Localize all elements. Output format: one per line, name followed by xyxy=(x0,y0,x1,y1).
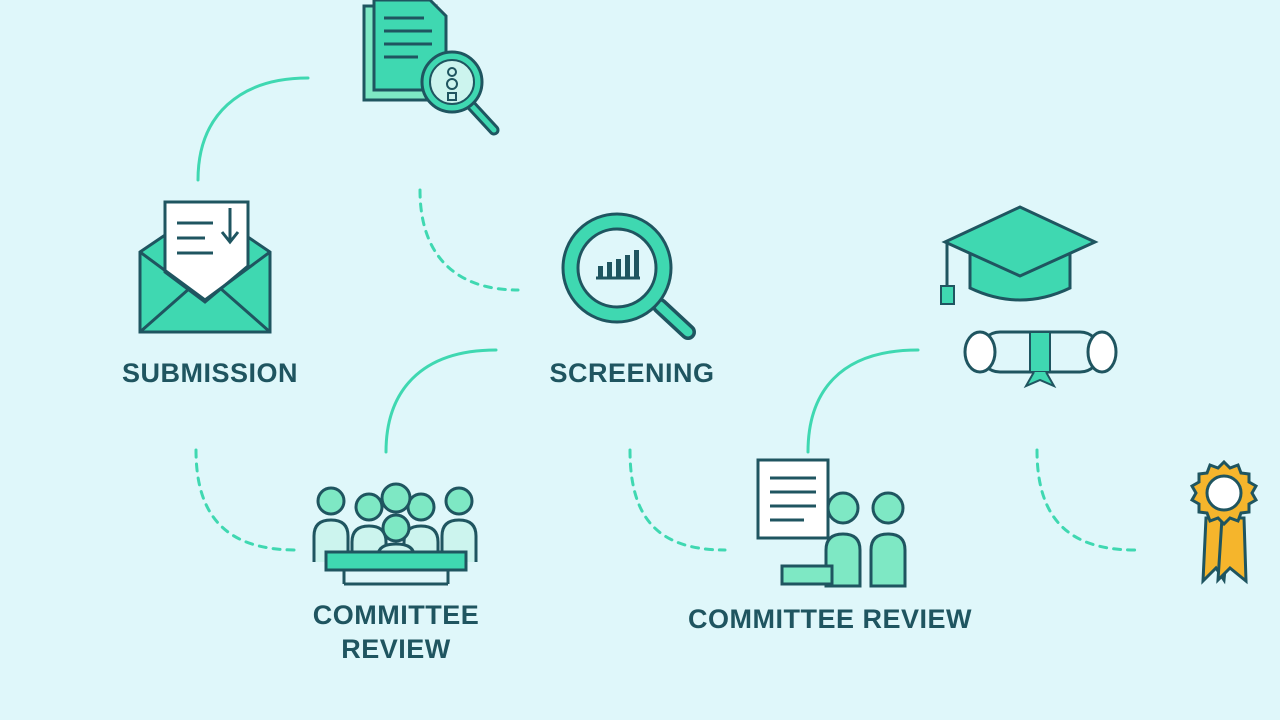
label-committee-review-1: COMMITTEE REVIEW xyxy=(276,598,516,666)
connector-solid-submission-top xyxy=(196,76,310,182)
connectors xyxy=(194,76,1137,552)
connector-solid-committee2-graduation xyxy=(806,348,920,454)
diploma-scroll-icon xyxy=(963,330,1118,389)
label-committee-review-1-line1: COMMITTEE xyxy=(312,600,480,630)
committee-group-icon xyxy=(312,482,478,586)
label-screening: SCREENING xyxy=(549,358,715,388)
connector-dashed-screening-committee2 xyxy=(628,448,727,552)
connector-dashed-graduation-award xyxy=(1035,448,1137,552)
label-committee-review-2: COMMITTEE REVIEW xyxy=(688,604,972,634)
graduation-cap-icon xyxy=(940,205,1099,305)
connector-solid-committee-screening xyxy=(384,348,498,454)
label-committee-review-1-line2: REVIEW xyxy=(341,634,451,664)
document-search-icon xyxy=(362,0,500,136)
magnifier-chart-icon xyxy=(561,212,696,340)
connector-dashed-submission-committee xyxy=(194,448,298,552)
connector-dashed-doc-screening xyxy=(418,188,520,292)
envelope-document-icon xyxy=(138,200,272,334)
label-submission: SUBMISSION xyxy=(121,358,299,388)
award-medal-icon xyxy=(1189,459,1259,585)
document-presenters-icon xyxy=(756,458,907,588)
